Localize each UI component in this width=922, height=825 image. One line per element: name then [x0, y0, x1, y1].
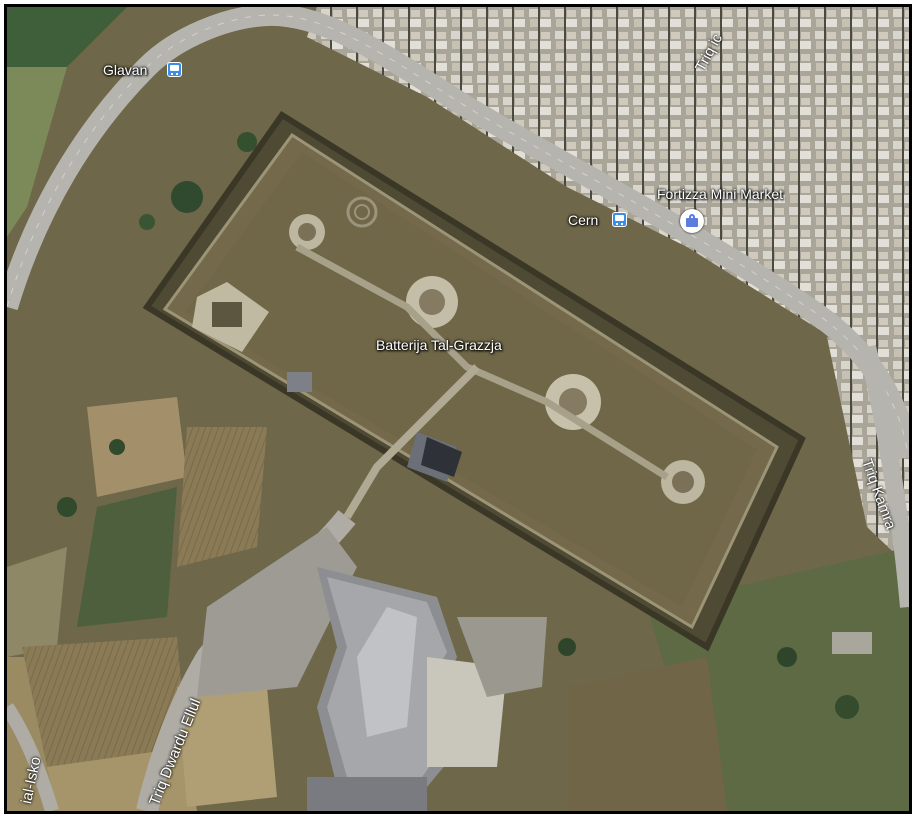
bus-icon[interactable]	[612, 212, 627, 227]
shopping-bag-icon[interactable]	[680, 209, 704, 233]
place-label-fortizza-mini-market[interactable]: Fortizza Mini Market	[657, 186, 784, 202]
bus-icon[interactable]	[167, 62, 182, 77]
bus-stop-label-cern[interactable]: Cern	[568, 212, 599, 228]
satellite-map[interactable]: Glavan Fortizza Mini Market Cern Batteri…	[4, 4, 912, 814]
bus-stop-label-glavan[interactable]: Glavan	[103, 62, 148, 78]
satellite-imagery	[7, 7, 909, 811]
place-label-batterija-tal-grazzja[interactable]: Batterija Tal-Grazzja	[376, 337, 502, 353]
